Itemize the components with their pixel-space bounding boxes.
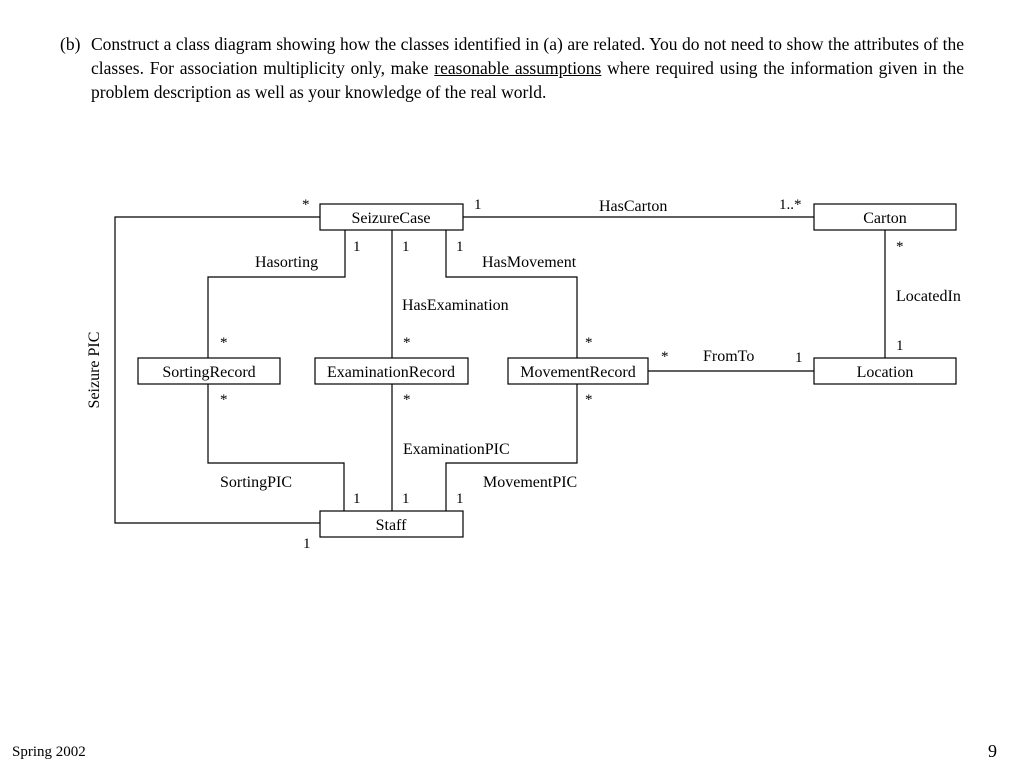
label-seizure-pic: Seizure PIC bbox=[86, 332, 103, 409]
mult-from-to-location-end: 1 bbox=[795, 350, 803, 366]
mult-examination-pic-record-end: * bbox=[403, 392, 411, 408]
label-has-examination: HasExamination bbox=[402, 297, 509, 314]
label-examination-pic: ExaminationPIC bbox=[403, 441, 510, 458]
question-text-underlined: reasonable assumptions bbox=[434, 58, 602, 78]
page-number: 9 bbox=[988, 741, 997, 761]
has-movement-line bbox=[445, 230, 578, 358]
mult-has-sorting-record-end: * bbox=[220, 335, 228, 351]
class-name-location: Location bbox=[857, 364, 914, 381]
label-has-carton: HasCarton bbox=[599, 198, 667, 215]
label-has-sorting: Hasorting bbox=[255, 254, 318, 271]
label-movement-pic: MovementPIC bbox=[483, 474, 577, 491]
mult-examination-pic-staff-end: 1 bbox=[402, 491, 410, 507]
class-sorting-record: SortingRecord bbox=[137, 357, 281, 385]
mult-has-movement-case-end: 1 bbox=[456, 239, 464, 255]
class-name-carton: Carton bbox=[863, 210, 907, 227]
mult-from-to-movement-end: * bbox=[661, 349, 669, 365]
sorting-pic-line bbox=[207, 384, 345, 511]
has-sorting-line bbox=[207, 230, 346, 358]
footer-term: Spring 2002 bbox=[12, 744, 86, 760]
multiplicity-labels: * 1 1..* 1 1 1 * 1 * * * * 1 * * * 1 1 1… bbox=[220, 197, 904, 552]
association-lines bbox=[114, 216, 886, 524]
class-location: Location bbox=[813, 357, 957, 385]
mult-has-examination-record-end: * bbox=[403, 335, 411, 351]
mult-has-movement-record-end: * bbox=[585, 335, 593, 351]
mult-sorting-pic-staff-end: 1 bbox=[353, 491, 361, 507]
label-located-in: LocatedIn bbox=[896, 288, 961, 305]
question-block: (b) Construct a class diagram showing ho… bbox=[60, 32, 964, 104]
mult-seizure-pic-case-end: * bbox=[302, 197, 310, 213]
class-seizure-case: SeizureCase bbox=[319, 203, 464, 231]
mult-seizure-pic-staff-end: 1 bbox=[303, 536, 311, 552]
mult-has-carton-carton-end: 1..* bbox=[779, 197, 802, 213]
seizure-pic-line bbox=[114, 216, 320, 524]
class-movement-record: MovementRecord bbox=[507, 357, 649, 385]
class-examination-record: ExaminationRecord bbox=[314, 357, 469, 385]
class-name-staff: Staff bbox=[376, 517, 407, 534]
mult-located-in-carton-end: * bbox=[896, 239, 904, 255]
question-text-after: where required using the information giv… bbox=[91, 58, 964, 102]
class-carton: Carton bbox=[813, 203, 957, 231]
question-text: Construct a class diagram showing how th… bbox=[91, 32, 964, 104]
class-name-sorting-record: SortingRecord bbox=[162, 364, 255, 381]
question-label: (b) bbox=[60, 34, 81, 54]
question-text-before: Construct a class diagram showing how th… bbox=[91, 34, 964, 78]
mult-located-in-location-end: 1 bbox=[896, 338, 904, 354]
mult-movement-pic-staff-end: 1 bbox=[456, 491, 464, 507]
mult-sorting-pic-record-end: * bbox=[220, 392, 228, 408]
label-from-to: FromTo bbox=[703, 348, 754, 365]
movement-pic-line bbox=[445, 384, 578, 511]
mult-movement-pic-record-end: * bbox=[585, 392, 593, 408]
label-has-movement: HasMovement bbox=[482, 254, 577, 271]
mult-has-examination-case-end: 1 bbox=[402, 239, 410, 255]
mult-has-sorting-case-end: 1 bbox=[353, 239, 361, 255]
label-sorting-pic: SortingPIC bbox=[220, 474, 292, 491]
class-name-movement-record: MovementRecord bbox=[520, 364, 636, 381]
class-name-examination-record: ExaminationRecord bbox=[327, 364, 455, 381]
class-staff: Staff bbox=[319, 510, 464, 538]
mult-has-carton-case-end: 1 bbox=[474, 197, 482, 213]
class-name-seizure-case: SeizureCase bbox=[351, 210, 430, 227]
